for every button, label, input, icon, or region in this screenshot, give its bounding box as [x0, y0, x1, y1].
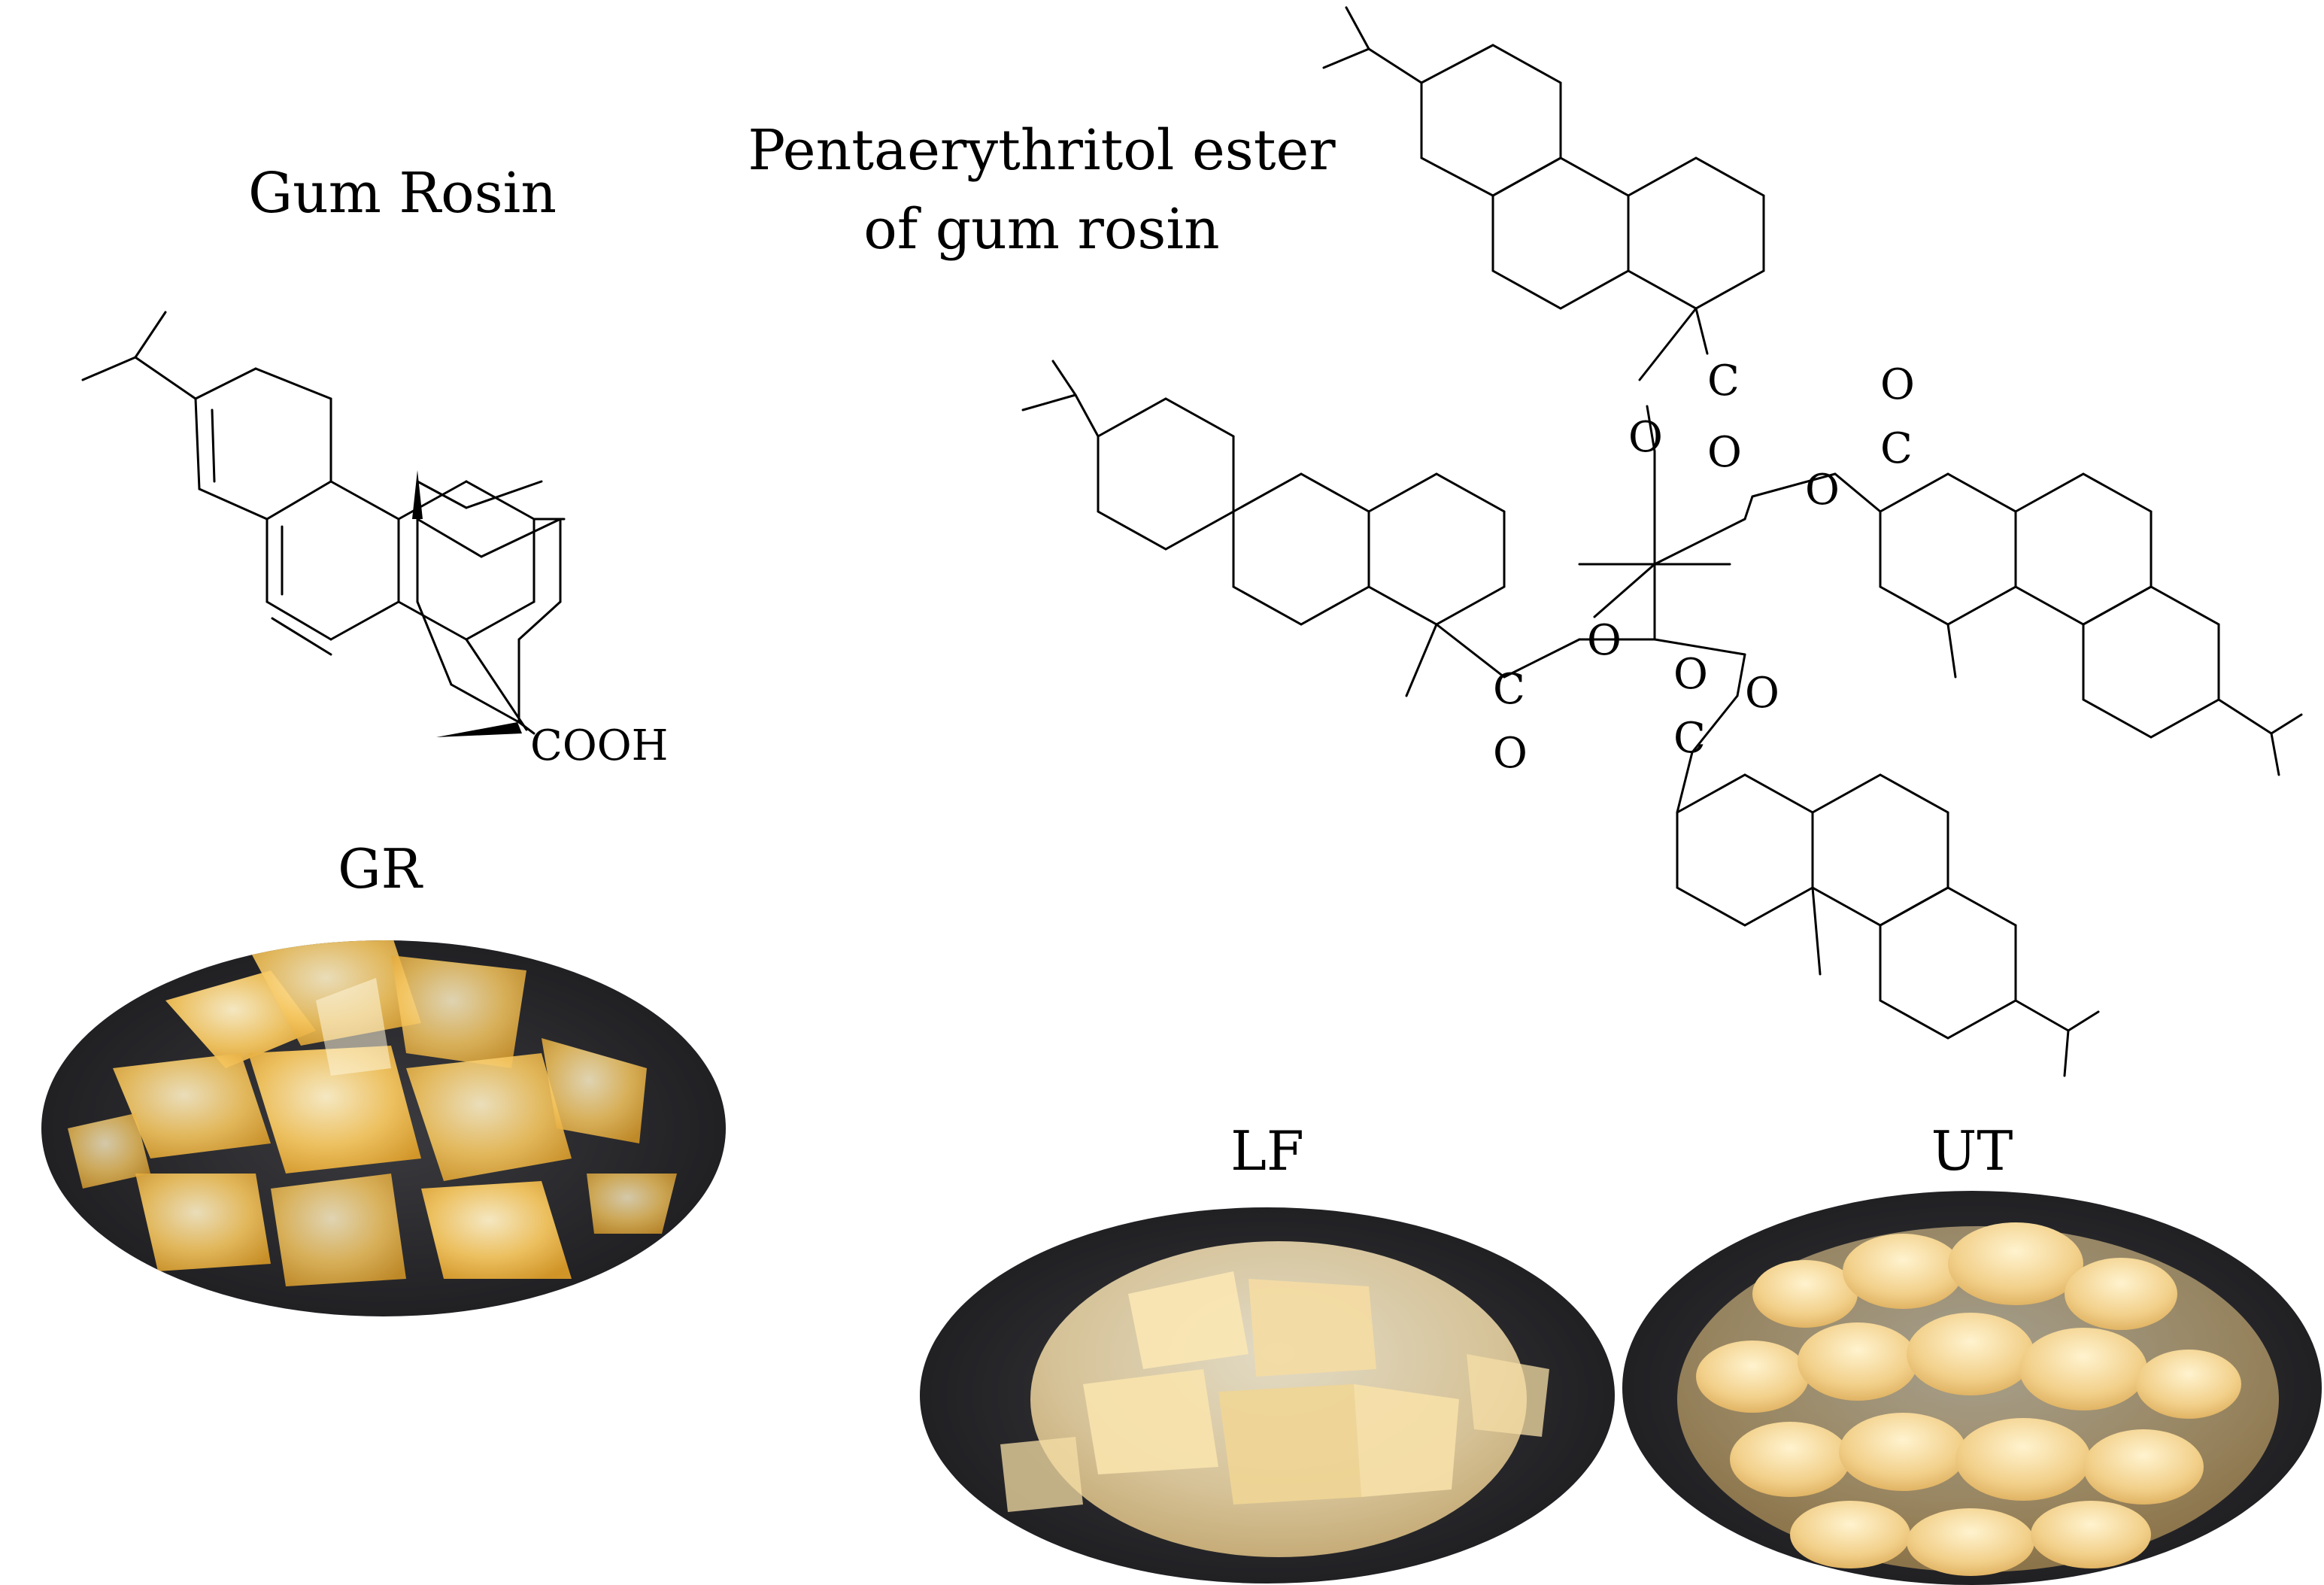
- ester-title-line2: of gum rosin: [863, 197, 1219, 262]
- right-carbonyl-c: C: [1880, 424, 1913, 473]
- abietic-acid-structure: COOH: [81, 311, 669, 770]
- ut-pastilles: [1677, 1222, 2279, 1576]
- gr-sample-photo: [41, 940, 726, 1316]
- gum-rosin-title: Gum Rosin: [248, 161, 557, 226]
- sample-label-lf: LF: [1230, 1119, 1304, 1183]
- lf-sample-photo: [920, 1207, 1615, 1583]
- ester-title-line1: Pentaerythritol ester: [748, 118, 1336, 183]
- bottom-carbonyl-c: C: [1673, 714, 1706, 763]
- sample-label-ut: UT: [1931, 1119, 2013, 1183]
- cooh-label: COOH: [530, 721, 669, 770]
- left-carbonyl-o: O: [1493, 729, 1528, 778]
- pentaerythritol-ester-structure: [1021, 6, 2303, 1077]
- top-carbonyl-o: O: [1707, 428, 1742, 477]
- lf-crystals: [1000, 1241, 1549, 1557]
- top-carbonyl-c: C: [1707, 357, 1740, 405]
- ut-sample-photo: [1622, 1191, 2322, 1585]
- bottom-carbonyl-o: O: [1673, 650, 1708, 699]
- ester-atom-labels: C O O O C O O C O O O C: [1493, 357, 1915, 778]
- right-carbonyl-o: O: [1880, 360, 1915, 409]
- top-ester-o: O: [1628, 413, 1663, 462]
- bottom-ester-o: O: [1745, 669, 1779, 718]
- right-ester-o: O: [1805, 466, 1840, 515]
- gr-flakes: [68, 940, 677, 1286]
- left-carbonyl-c: C: [1493, 665, 1525, 714]
- sample-label-gr: GR: [338, 837, 423, 900]
- left-ester-o: O: [1587, 616, 1622, 665]
